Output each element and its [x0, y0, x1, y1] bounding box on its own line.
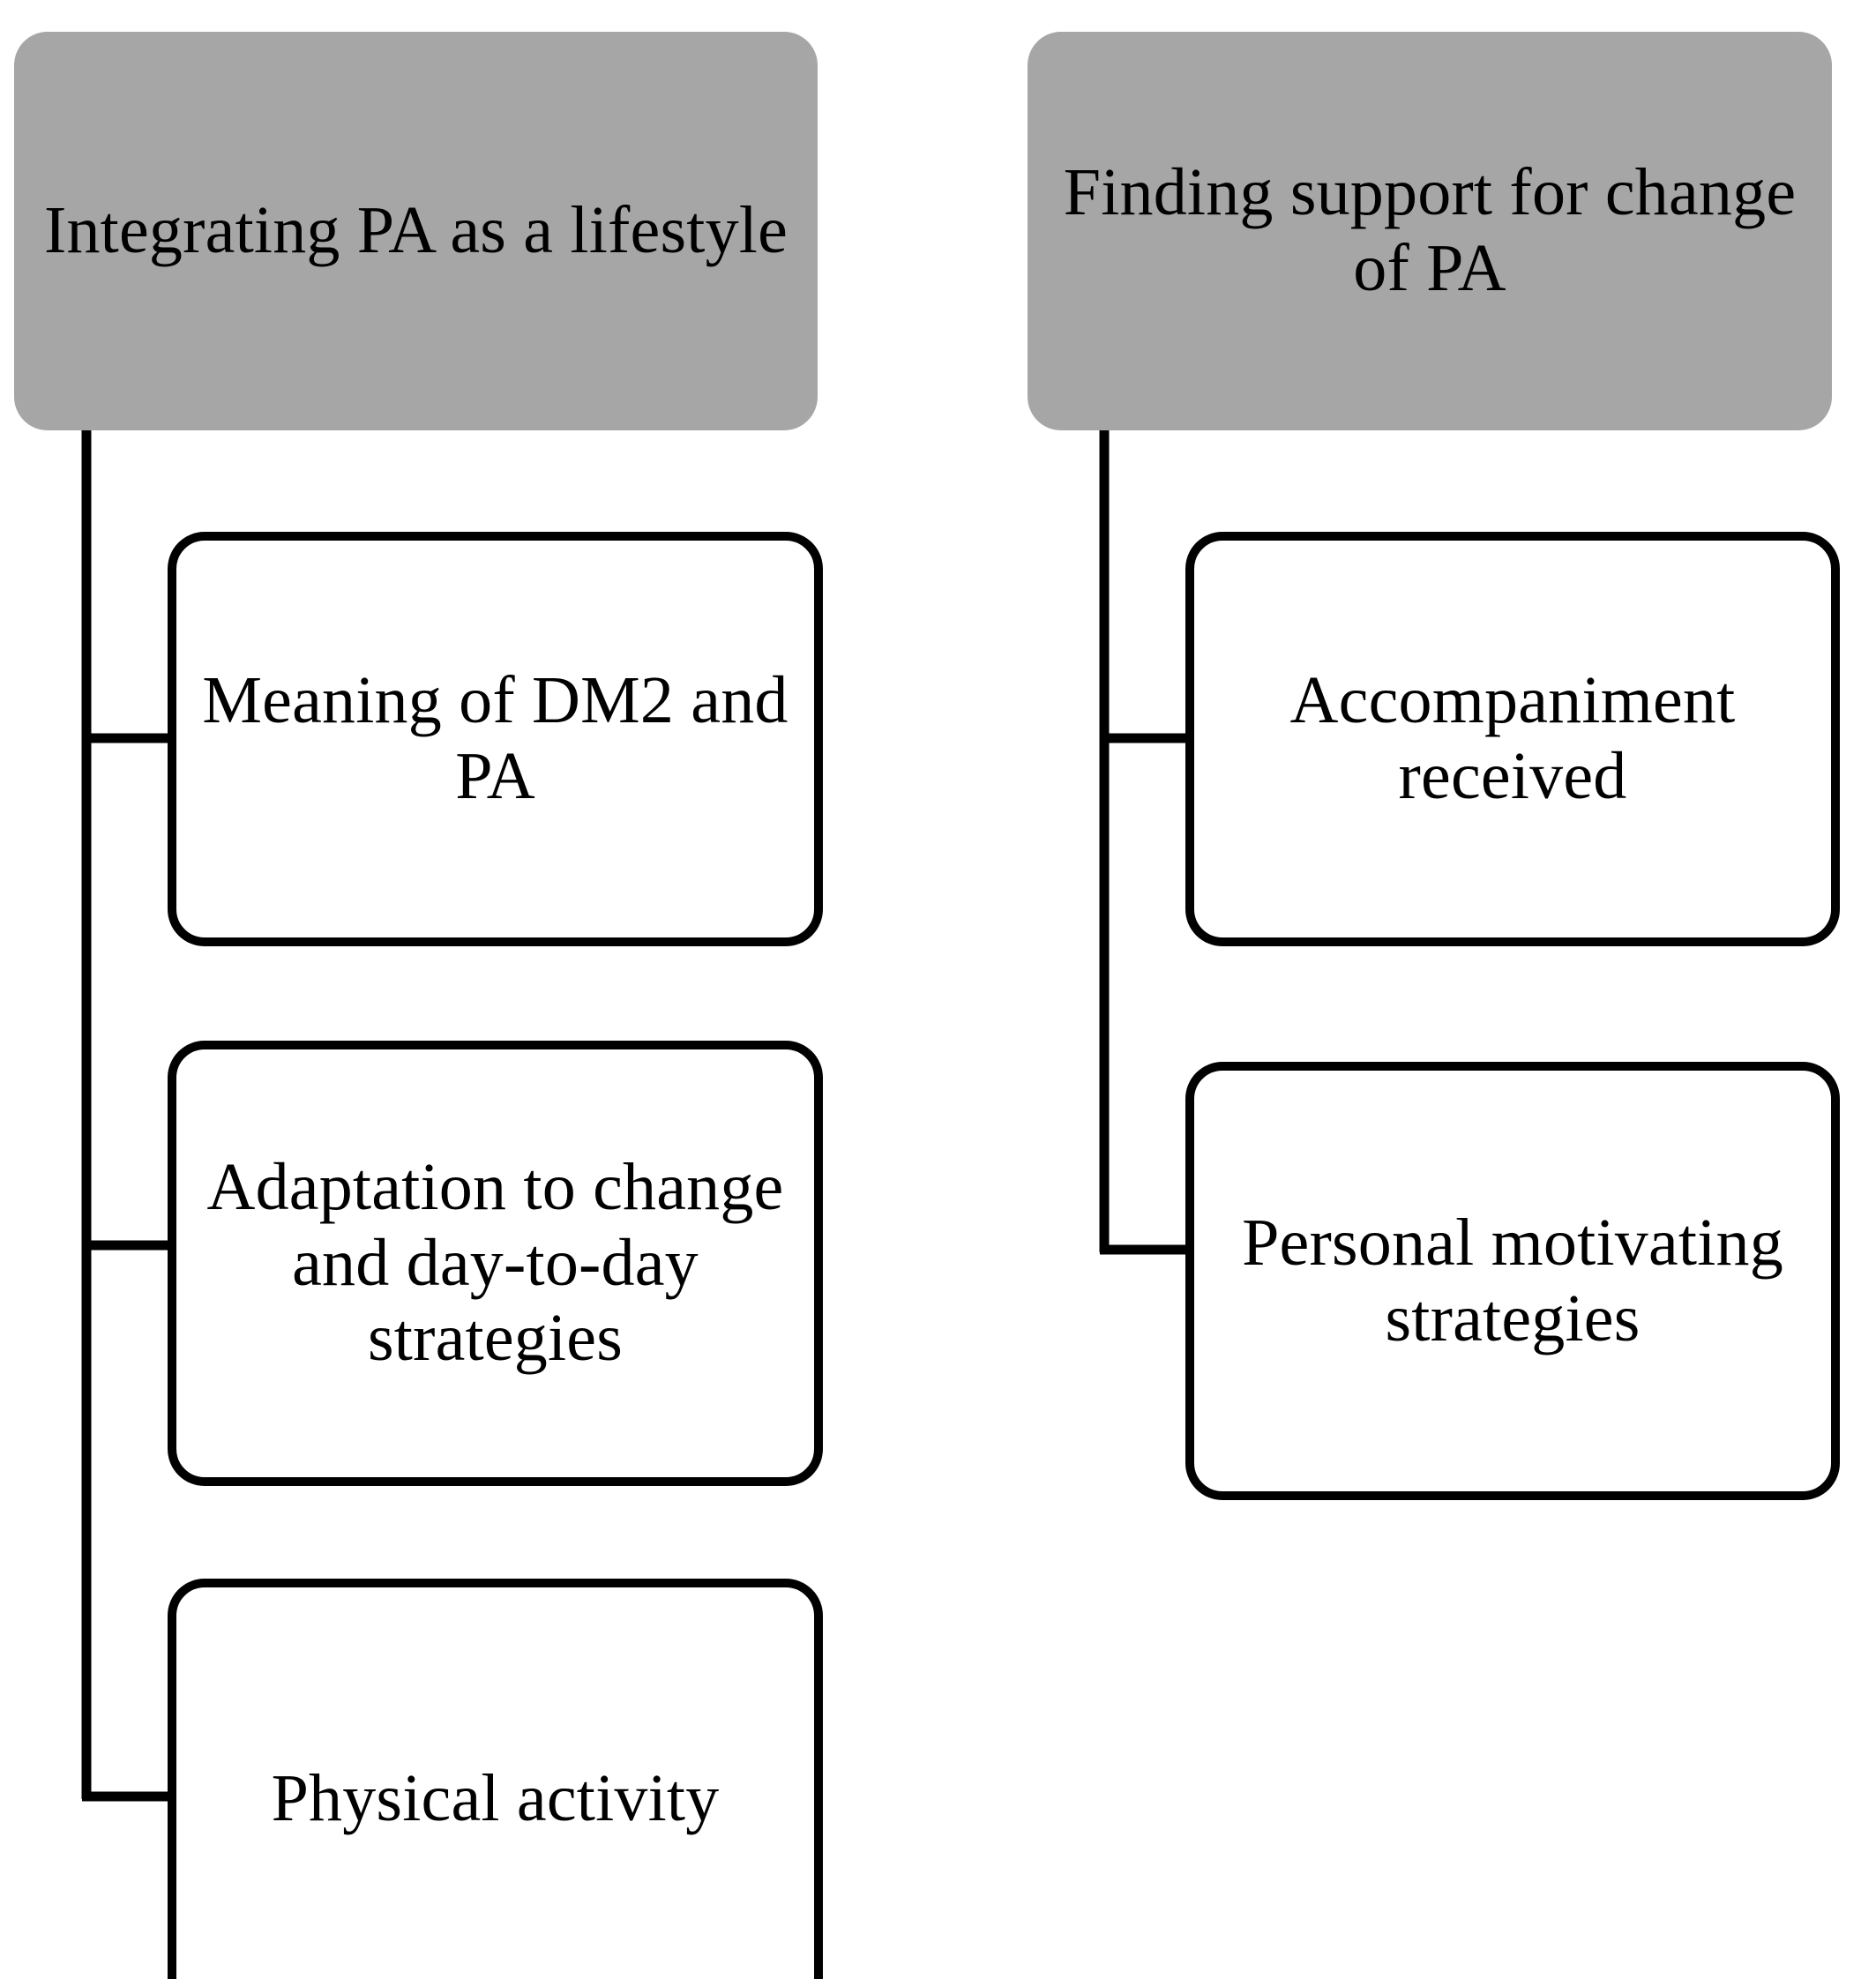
theme-node-finding-support-for-change-of-pa[interactable]: Finding support for change of PA: [1028, 32, 1832, 430]
subtheme-node-physical-activity[interactable]: Physical activity: [168, 1579, 823, 1979]
subtheme-node-label: Meaning of DM2 and PA: [202, 663, 789, 813]
theme-node-label: Finding support for change of PA: [1063, 155, 1797, 305]
subtheme-node-label: Adaptation to change and day-to-day stra…: [206, 1149, 784, 1376]
subtheme-node-meaning-of-dm2-and-pa[interactable]: Meaning of DM2 and PA: [168, 532, 823, 946]
theme-node-label: Integrating PA as a lifestyle: [43, 193, 789, 268]
subtheme-node-accompaniment-received[interactable]: Accompaniment received: [1185, 532, 1840, 946]
subtheme-node-adaptation-to-change-and-day-to-day-strategies[interactable]: Adaptation to change and day-to-day stra…: [168, 1041, 823, 1486]
subtheme-node-label: Personal motivating strategies: [1242, 1205, 1783, 1355]
subtheme-node-label: Accompaniment received: [1289, 663, 1736, 813]
subtheme-node-label: Physical activity: [271, 1761, 720, 1836]
subtheme-node-personal-motivating-strategies[interactable]: Personal motivating strategies: [1185, 1062, 1840, 1500]
theme-node-integrating-pa-as-a-lifestyle[interactable]: Integrating PA as a lifestyle: [14, 32, 818, 430]
